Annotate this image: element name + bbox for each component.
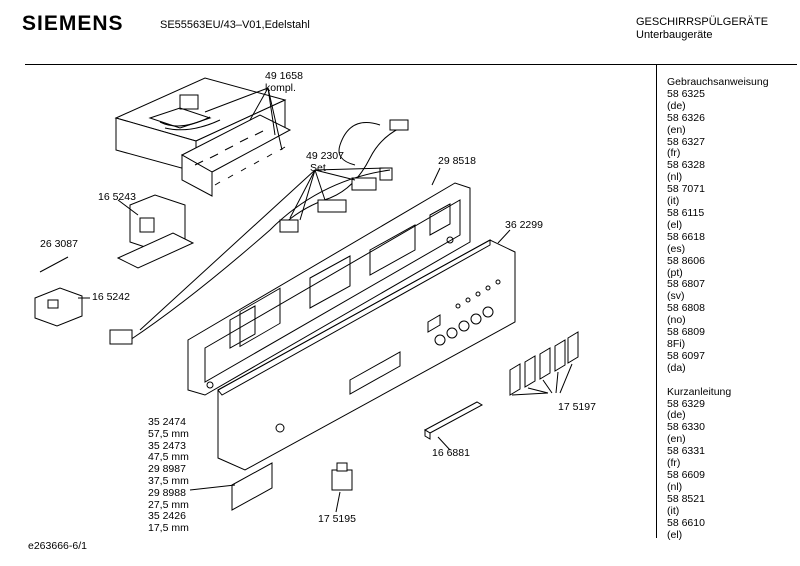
- category-label: GESCHIRRSPÜLGERÄTE Unterbaugeräte: [636, 16, 768, 42]
- doc-line: 58 6325: [667, 87, 705, 100]
- trim-variant-line: 27,5 mm: [148, 498, 189, 511]
- doc-line: 58 6809: [667, 326, 705, 339]
- doc-line: (it): [667, 504, 680, 517]
- doc-line: (sv): [667, 290, 685, 303]
- part-label-263087: 26 3087: [40, 238, 78, 250]
- drawing-code: e263666-6/1: [28, 540, 87, 552]
- control-panel-frame-298518: [187, 182, 471, 396]
- doc-line: 58 7071: [667, 183, 705, 196]
- brand-logo: SIEMENS: [22, 12, 124, 35]
- cable-set-492307: [109, 119, 409, 345]
- leader-166881: [437, 436, 451, 451]
- category-line-1: GESCHIRRSPÜLGERÄTE: [636, 16, 769, 28]
- doc-line: 58 6326: [667, 111, 705, 124]
- doc-line: 58 6327: [667, 135, 705, 148]
- doc-line: Kurzanleitung: [667, 385, 732, 398]
- part-label-165242: 16 5242: [92, 291, 130, 303]
- doc-line: 58 6115: [667, 206, 705, 219]
- trim-variant-line: 17,5 mm: [148, 522, 189, 535]
- part-label-491658: 49 1658: [265, 70, 303, 82]
- doc-line: 58 6330: [667, 421, 705, 434]
- leader-lines-491658: [204, 87, 283, 151]
- doc-line: (da): [667, 361, 686, 374]
- part-label-492307: 49 2307: [306, 150, 344, 162]
- rod-263087: [39, 256, 69, 273]
- doc-line: 58 6331: [667, 445, 705, 458]
- doc-line: 58 6329: [667, 397, 705, 410]
- doc-line: (it): [667, 195, 680, 208]
- trim-bottom: [231, 462, 273, 511]
- trim-variant-line: 35 2473: [148, 439, 186, 452]
- doc-line: 58 8521: [667, 492, 705, 505]
- doc-line: 58 6618: [667, 230, 705, 243]
- doc-line: (el): [667, 218, 683, 231]
- trim-variant-line: 29 8988: [148, 486, 186, 499]
- leader-175195: [335, 491, 341, 513]
- part-label-set: Set: [310, 162, 326, 174]
- doc-line: (de): [667, 99, 686, 112]
- leader-165243: [117, 199, 139, 216]
- doc-line: (no): [667, 314, 686, 327]
- doc-line: (en): [667, 433, 686, 446]
- doc-line: 58 6097: [667, 349, 705, 362]
- trim-variant-line: 37,5 mm: [148, 474, 189, 487]
- switch-165242: [34, 287, 83, 327]
- header-divider: [25, 64, 797, 65]
- trim-variant-line: 47,5 mm: [148, 451, 189, 464]
- part-label-175197: 17 5197: [558, 401, 596, 413]
- trim-variant-line: 35 2474: [148, 416, 186, 428]
- doc-line: 8Fi): [667, 337, 686, 350]
- category-line-2: Unterbaugeräte: [636, 29, 713, 41]
- doc-line: Gebrauchsanweisung: [667, 76, 769, 88]
- part-label-165243: 16 5243: [98, 191, 136, 203]
- leader-298518: [431, 167, 441, 186]
- doc-line: (nl): [667, 480, 683, 493]
- doc-line: (fr): [667, 457, 681, 470]
- part-label-362299: 36 2299: [505, 219, 543, 231]
- doc-line: (es): [667, 242, 686, 255]
- doc-line: (en): [667, 123, 686, 136]
- housing-165243: [116, 194, 195, 269]
- doc-line: (pt): [667, 266, 683, 279]
- part-label-166881: 16 6881: [432, 447, 470, 459]
- part-label-kompl: kompl.: [265, 82, 296, 94]
- facia-panel-362299: [217, 239, 516, 471]
- leader-362299: [497, 229, 511, 244]
- part-175195: [331, 462, 353, 491]
- buttons-175197: [509, 331, 579, 396]
- doc-line: 58 8606: [667, 254, 705, 267]
- strip-166881: [423, 401, 484, 440]
- doc-line: (nl): [667, 171, 683, 184]
- trim-variant-line: 57,5 mm: [148, 427, 189, 440]
- doc-line: (fr): [667, 147, 681, 160]
- trim-variant-line: 35 2426: [148, 510, 186, 523]
- doc-line: (el): [667, 528, 683, 541]
- model-number: SE55563EU/43–V01,Edelstahl: [160, 19, 310, 31]
- sidebar-divider: [656, 64, 657, 538]
- doc-line: 58 6807: [667, 278, 705, 291]
- leader-lines-492307: [139, 167, 386, 331]
- part-label-298518: 29 8518: [438, 155, 476, 167]
- trim-variant-line: 29 8987: [148, 463, 186, 476]
- leader-bottom-list: [189, 484, 236, 491]
- part-label-175195: 17 5195: [318, 513, 356, 525]
- doc-line: (de): [667, 409, 686, 422]
- doc-line: 58 6328: [667, 159, 705, 172]
- doc-line: 58 6808: [667, 302, 705, 315]
- doc-line: 58 6610: [667, 516, 705, 529]
- doc-line: 58 6609: [667, 469, 705, 481]
- electronic-module-491658: [114, 77, 292, 197]
